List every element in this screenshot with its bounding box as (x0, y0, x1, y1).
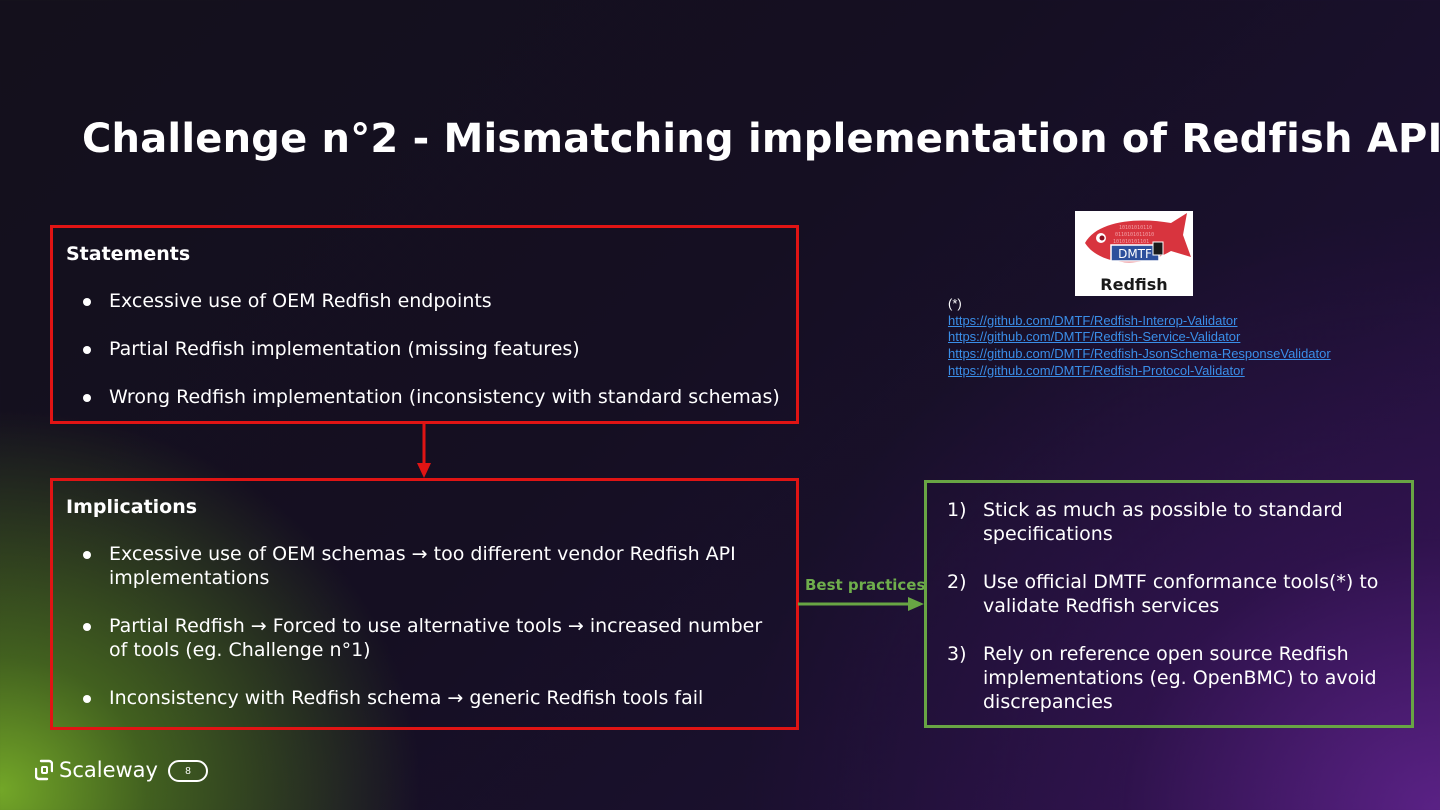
svg-text:101010101101: 101010101101 (1113, 239, 1149, 245)
right-arrow-icon (798, 597, 924, 611)
references-block: (*) https://github.com/DMTF/Redfish-Inte… (948, 296, 1331, 380)
scaleway-logo-icon (35, 759, 53, 781)
list-item: Partial Redfish → Forced to use alternat… (83, 614, 763, 662)
best-practices-list: 1)Stick as much as possible to standard … (947, 498, 1387, 714)
bullet-icon (83, 346, 91, 354)
list-item: Excessive use of OEM schemas → too diffe… (83, 542, 763, 590)
bullet-icon (83, 695, 91, 703)
bullet-icon (83, 551, 91, 559)
list-item: 2)Use official DMTF conformance tools(*)… (947, 571, 1379, 617)
list-item: Excessive use of OEM Redfish endpoints (83, 289, 780, 313)
implications-box: Implications Excessive use of OEM schema… (50, 478, 799, 730)
list-item: Inconsistency with Redfish schema → gene… (83, 686, 763, 710)
statements-list: Excessive use of OEM Redfish endpoints P… (83, 289, 780, 409)
link-jsonschema-validator[interactable]: https://github.com/DMTF/Redfish-JsonSche… (948, 346, 1331, 362)
statements-heading: Statements (66, 243, 191, 265)
implications-heading: Implications (66, 496, 198, 518)
svg-text:0110101011010: 0110101011010 (1115, 232, 1154, 238)
slide-title: Challenge n°2 - Mismatching implementati… (82, 116, 1440, 162)
redfish-logo-text: Redfish (1100, 275, 1167, 294)
down-arrow-icon (417, 423, 431, 478)
bullet-icon (83, 298, 91, 306)
statements-box: Statements Excessive use of OEM Redfish … (50, 225, 799, 424)
redfish-fish-icon: 10101010110 0110101011010 101010101101 0… (1085, 213, 1191, 294)
best-practices-label: Best practices (805, 576, 926, 594)
link-interop-validator[interactable]: https://github.com/DMTF/Redfish-Interop-… (948, 312, 1238, 328)
dmtf-badge-text: DMTF (1118, 247, 1152, 261)
implications-list: Excessive use of OEM schemas → too diffe… (83, 542, 763, 710)
brand-name: Scaleway (59, 758, 158, 782)
bullet-icon (83, 394, 91, 402)
page-number-badge: 8 (168, 760, 208, 782)
scaleway-brand: Scaleway (35, 758, 158, 782)
list-item: Wrong Redfish implementation (inconsiste… (83, 385, 780, 409)
list-item: 1)Stick as much as possible to standard … (947, 499, 1343, 545)
footnote-marker: (*) (948, 296, 962, 311)
link-protocol-validator[interactable]: https://github.com/DMTF/Redfish-Protocol… (948, 362, 1245, 378)
best-practices-box: 1)Stick as much as possible to standard … (924, 480, 1414, 728)
bullet-icon (83, 623, 91, 631)
link-service-validator[interactable]: https://github.com/DMTF/Redfish-Service-… (948, 329, 1241, 345)
redfish-logo: 10101010110 0110101011010 101010101101 0… (1075, 211, 1193, 296)
svg-text:10101010110: 10101010110 (1119, 225, 1152, 231)
list-item: 3)Rely on reference open source Redfish … (947, 643, 1377, 713)
list-item: Partial Redfish implementation (missing … (83, 337, 780, 361)
